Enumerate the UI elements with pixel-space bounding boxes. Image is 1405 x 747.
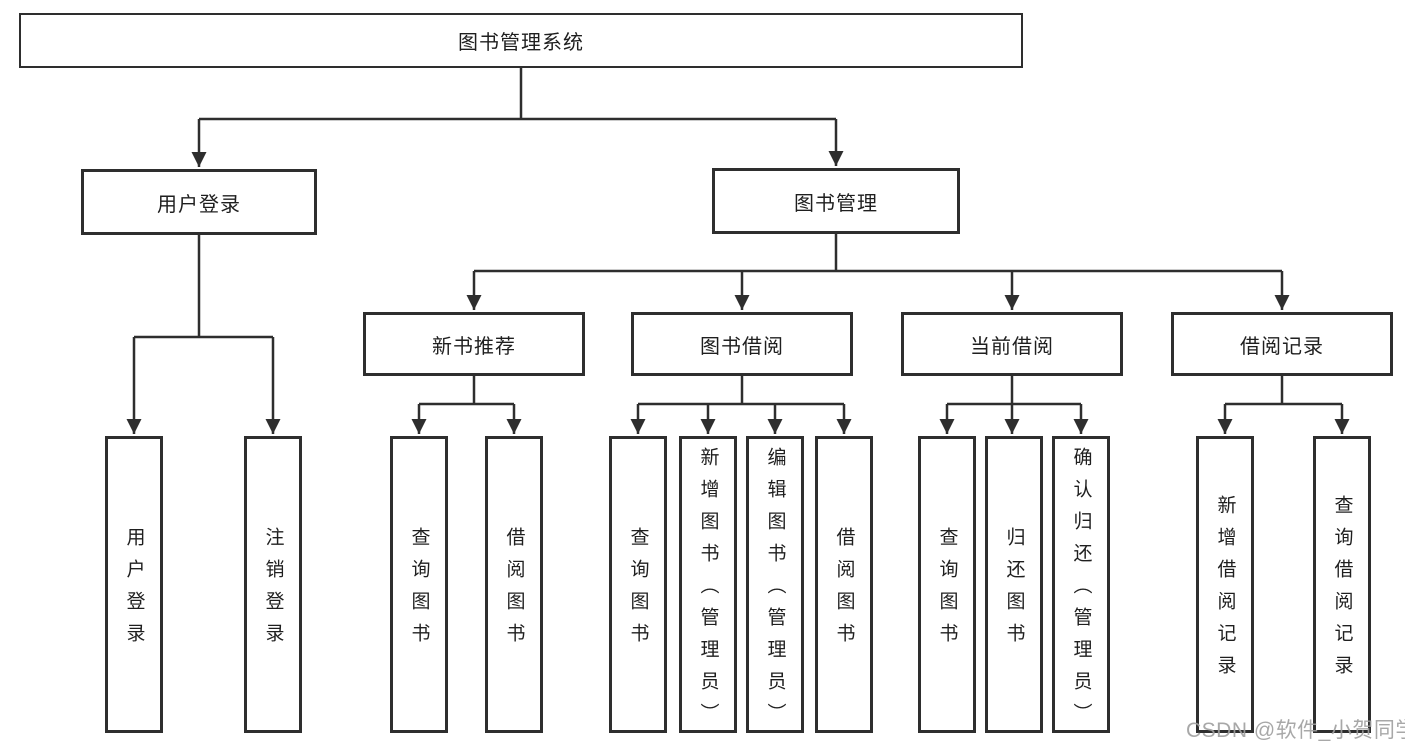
node-leaf-query-books-3: 查询图书 (918, 436, 976, 733)
node-borrow-records-label: 借阅记录 (1240, 335, 1324, 358)
node-leaf-edit-books-admin: 编辑图书（管理员） (746, 436, 804, 735)
node-leaf-add-books-admin: 新增图书（管理员） (679, 436, 737, 735)
node-leaf-query-books-1-label: 查询图书 (408, 527, 430, 655)
node-user-login: 用户登录 (81, 169, 317, 235)
node-user-login-label: 用户登录 (157, 193, 241, 216)
node-leaf-borrow-books-1: 借阅图书 (485, 436, 543, 733)
node-leaf-confirm-return-admin-label: 确认归还（管理员） (1070, 447, 1092, 735)
node-leaf-add-borrow-record: 新增借阅记录 (1196, 436, 1254, 733)
node-leaf-logout-label: 注销登录 (262, 527, 284, 655)
node-leaf-query-books-1: 查询图书 (390, 436, 448, 733)
node-leaf-query-books-3-label: 查询图书 (936, 527, 958, 655)
node-leaf-add-borrow-record-label: 新增借阅记录 (1214, 495, 1236, 687)
node-new-book-recommend-label: 新书推荐 (432, 335, 516, 358)
node-new-book-recommend: 新书推荐 (363, 312, 585, 376)
node-leaf-user-login: 用户登录 (105, 436, 163, 733)
node-leaf-user-login-label: 用户登录 (123, 527, 145, 655)
node-leaf-query-borrow-record-label: 查询借阅记录 (1331, 495, 1353, 687)
node-leaf-query-books-2-label: 查询图书 (627, 527, 649, 655)
node-book-management: 图书管理 (712, 168, 960, 234)
node-book-borrow: 图书借阅 (631, 312, 853, 376)
node-leaf-borrow-books-1-label: 借阅图书 (503, 527, 525, 655)
node-current-borrow: 当前借阅 (901, 312, 1123, 376)
node-root: 图书管理系统 (19, 13, 1023, 68)
node-leaf-confirm-return-admin: 确认归还（管理员） (1052, 436, 1110, 735)
node-leaf-borrow-books-2-label: 借阅图书 (833, 527, 855, 655)
node-root-label: 图书管理系统 (458, 32, 584, 54)
node-leaf-borrow-books-2: 借阅图书 (815, 436, 873, 733)
node-leaf-edit-books-admin-label: 编辑图书（管理员） (764, 447, 786, 735)
node-leaf-add-books-admin-label: 新增图书（管理员） (697, 447, 719, 735)
node-book-management-label: 图书管理 (794, 192, 878, 215)
node-leaf-query-books-2: 查询图书 (609, 436, 667, 733)
node-leaf-return-books-label: 归还图书 (1003, 527, 1025, 655)
watermark: CSDN @软件_小贺同学 (1186, 719, 1405, 742)
node-borrow-records: 借阅记录 (1171, 312, 1393, 376)
node-leaf-return-books: 归还图书 (985, 436, 1043, 733)
node-leaf-query-borrow-record: 查询借阅记录 (1313, 436, 1371, 733)
node-current-borrow-label: 当前借阅 (970, 335, 1054, 358)
node-leaf-logout: 注销登录 (244, 436, 302, 733)
node-book-borrow-label: 图书借阅 (700, 335, 784, 358)
